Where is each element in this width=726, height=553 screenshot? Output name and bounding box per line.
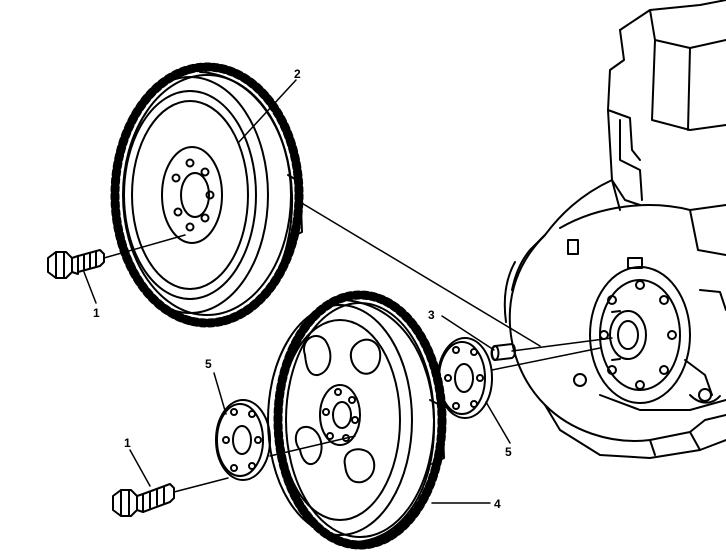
callout-1-upper: 1 [93,306,100,320]
callout-5-right: 5 [505,445,512,459]
spacer-plate-left [215,399,271,481]
bolt-lower [112,483,175,517]
alignment-lines [103,201,613,493]
bolt-upper [47,249,105,279]
flywheel-manual [110,62,304,328]
callout-3: 3 [428,308,435,322]
callout-1-lower: 1 [124,436,131,450]
callout-4: 4 [494,497,501,511]
engine-block [503,0,726,459]
leader-lines [83,79,511,504]
callout-2: 2 [294,67,301,81]
callout-5-left: 5 [205,357,212,371]
flexplate-automatic [267,290,447,550]
dowel-pin [490,343,516,361]
spacer-plate-right [437,337,493,419]
